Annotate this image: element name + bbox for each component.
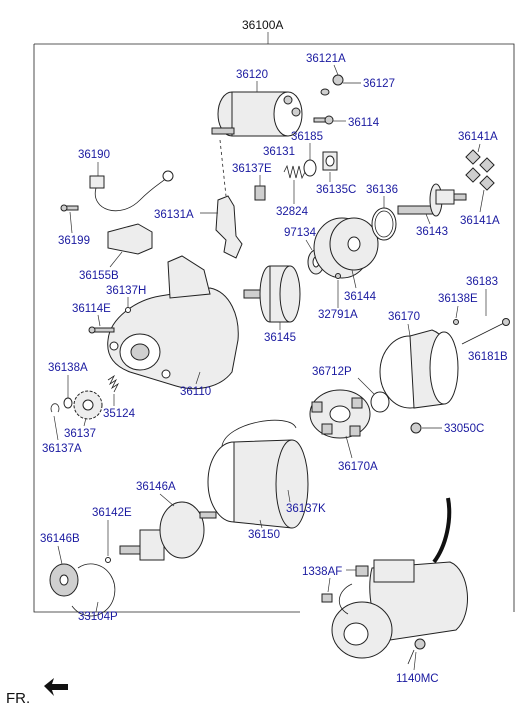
label-36712P: 36712P <box>312 366 352 378</box>
pinion-gear-36137 <box>73 390 103 420</box>
label-36120: 36120 <box>236 69 268 81</box>
label-32791A: 32791A <box>318 309 358 321</box>
label-36145: 36145 <box>264 332 296 344</box>
label-36137E: 36137E <box>232 163 272 175</box>
gear-housing-36144 <box>313 217 379 279</box>
label-36144: 36144 <box>344 291 377 303</box>
label-36135C: 36135C <box>316 184 356 196</box>
spring-35124 <box>107 374 120 393</box>
nut-1338AF <box>321 593 333 603</box>
label-36146A: 36146A <box>136 481 176 493</box>
label-97134: 97134 <box>284 227 317 239</box>
label-36155B: 36155B <box>79 270 119 282</box>
label-35124: 35124 <box>103 408 136 420</box>
label-33050C: 33050C <box>444 423 484 435</box>
label-36114E: 36114E <box>72 303 111 315</box>
label-36137A: 36137A <box>42 443 82 455</box>
label-36138E: 36138E <box>438 293 478 305</box>
washer-36127 <box>320 88 330 96</box>
part-32791A <box>335 273 341 279</box>
bolt-36114E <box>88 326 115 334</box>
part-36135C <box>322 151 338 171</box>
gasket-36136 <box>371 207 397 241</box>
label-36131A: 36131A <box>154 209 194 221</box>
starter-assembly <box>331 559 468 659</box>
label-36185: 36185 <box>291 131 323 143</box>
lever-36131A <box>215 195 243 259</box>
direction-label: FR. <box>6 690 30 707</box>
through-bolt-36181B <box>461 318 510 345</box>
end-frame-36170 <box>379 329 459 409</box>
washer-36185 <box>303 159 317 177</box>
label-1140MC: 1140MC <box>396 673 439 685</box>
label-36181B: 36181B <box>468 351 508 363</box>
planet-gears-36141A <box>465 149 495 191</box>
label-36183: 36183 <box>466 276 498 288</box>
part-36137E <box>254 185 266 201</box>
label-36137: 36137 <box>64 428 96 440</box>
label-36110: 36110 <box>180 386 211 398</box>
clip-33104P <box>71 563 116 617</box>
clutch-36145 <box>243 265 301 323</box>
brush-holder-36170A <box>309 389 371 439</box>
label-36150: 36150 <box>248 529 280 541</box>
label-36142E: 36142E <box>92 507 132 519</box>
wire-harness-36190 <box>89 170 174 212</box>
ball-36142E <box>105 557 111 563</box>
spring-36131 <box>283 164 306 180</box>
label-36141A-top: 36141A <box>458 131 498 143</box>
label-36137K: 36137K <box>286 503 326 515</box>
label-36137H: 36137H <box>106 285 146 297</box>
armature-36146A <box>119 501 217 561</box>
clip-36137A <box>50 403 60 413</box>
label-36131: 36131 <box>263 146 295 158</box>
label-1338AF: 1338AF <box>302 566 342 578</box>
plate-36146B <box>49 563 79 597</box>
label-33104P: 33104P <box>78 611 118 623</box>
part-36138E <box>453 319 459 325</box>
label-36190: 36190 <box>78 149 110 161</box>
label-36127: 36127 <box>363 78 395 90</box>
shaft-36143 <box>397 183 467 217</box>
assembly-arrow <box>432 497 452 564</box>
label-36170: 36170 <box>388 311 420 323</box>
bolt-1140MC <box>407 638 426 665</box>
bracket-36155B <box>107 223 153 255</box>
yoke-36150 <box>207 419 309 529</box>
label-36141A-bottom: 36141A <box>460 215 500 227</box>
solenoid-36120 <box>211 91 303 137</box>
front-arrow-icon <box>44 678 68 696</box>
diagram-frame-top-right <box>34 43 515 612</box>
label-36143: 36143 <box>416 226 448 238</box>
nut-33050C <box>410 422 422 434</box>
drive-housing-36110 <box>107 255 239 390</box>
label-36146B: 36146B <box>40 533 80 545</box>
diagram-frame-left-bottom <box>33 44 300 613</box>
label-36138A: 36138A <box>48 362 88 374</box>
ring-36138A <box>63 397 73 409</box>
screw-36114 <box>313 115 334 125</box>
nut-36121A <box>332 74 344 86</box>
bolt-36199 <box>60 204 79 212</box>
label-36136: 36136 <box>366 184 398 196</box>
label-36199: 36199 <box>58 235 90 247</box>
label-36100A: 36100A <box>242 18 283 32</box>
label-36114: 36114 <box>348 117 380 129</box>
o-ring-36712P <box>370 391 390 413</box>
label-36170A: 36170A <box>338 461 378 473</box>
part-36137H <box>125 307 131 313</box>
label-32824: 32824 <box>276 206 309 218</box>
label-36121A: 36121A <box>306 53 346 65</box>
